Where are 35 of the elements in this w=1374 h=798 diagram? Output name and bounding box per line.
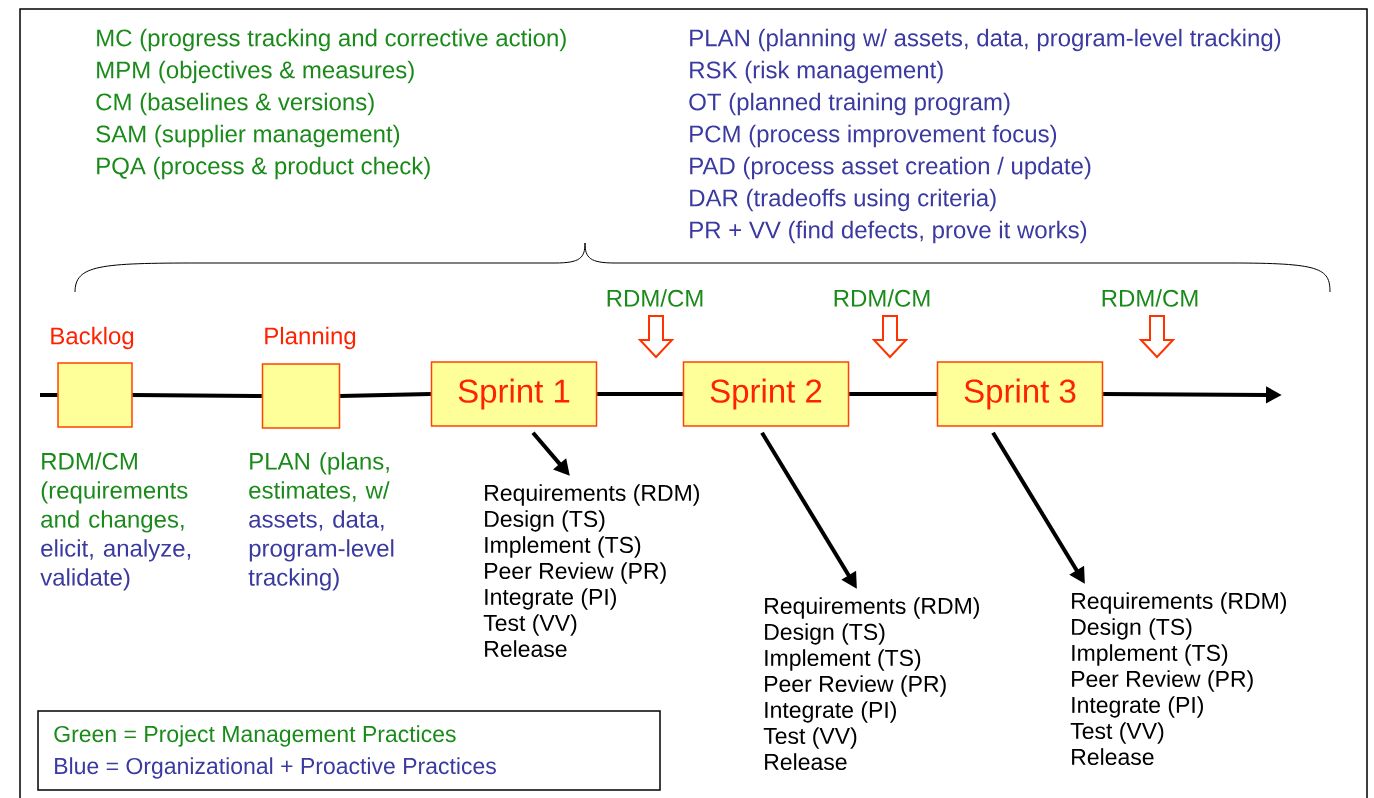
practice-label: MC (progress tracking and corrective action): [97, 28, 566, 52]
stage-heading: Planning: [265, 326, 356, 350]
activity-list: Requirements (RDM) Design (TS) Implement (TS) Peer Review (PR) Integrate (PI) Test (VV) Release: [763, 597, 979, 771]
practice-label: CM (baselines & versions): [96, 92, 374, 116]
description-text: PLAN (plans, estimates, w/ assets, data, program-level tracking): [248, 452, 394, 591]
hollow-arrow: [1138, 315, 1176, 359]
sprint-box: Sprint 3: [936, 361, 1104, 427]
timeline-line: [40, 393, 58, 397]
practice-label: RDM/CM: [607, 289, 703, 307]
hollow-arrow: [637, 315, 675, 359]
practice-label: PCM (process improvement focus): [690, 124, 1057, 148]
timeline-line: [597, 392, 683, 396]
practice-label: RSK (risk management): [690, 60, 943, 84]
practice-label: PLAN (planning w/ assets, data, program-level tracking): [690, 28, 1281, 52]
activity-list: Requirements (RDM) Design (TS) Implement (TS) Peer Review (PR) Integrate (PI) Test (VV) Release: [1070, 592, 1286, 766]
timeline-line: [849, 392, 937, 396]
practice-label: PR + VV (find defects, prove it works): [690, 220, 1087, 244]
practice-label: OT (planned training program): [689, 92, 1010, 116]
practice-label: RDM/CM: [1102, 289, 1198, 307]
activity-list: Requirements (RDM) Design (TS) Implement (TS) Peer Review (PR) Integrate (PI) Test (VV) Release: [483, 484, 699, 658]
sprint-box: Sprint 2: [682, 361, 850, 427]
description-text: RDM/CM (requirements and changes, elicit, analyze, validate): [40, 452, 191, 591]
practice-label: DAR (tradeoffs using criteria): [690, 188, 996, 212]
legend-text: Blue = Organizational + Proactive Practices: [55, 757, 496, 779]
practice-label: PQA (process & product check): [97, 156, 430, 180]
stage-heading: Backlog: [51, 326, 134, 350]
practice-label: RDM/CM: [834, 289, 930, 307]
practice-label: SAM (supplier management): [96, 124, 400, 148]
timeline-line: [132, 393, 262, 398]
legend-text: Green = Project Management Practices: [54, 725, 456, 747]
practice-label: PAD (process asset creation / update): [690, 156, 1091, 180]
practice-label: MPM (objectives & measures): [97, 60, 414, 84]
hollow-arrow: [871, 315, 909, 359]
sprint-box: Sprint 1: [430, 361, 598, 427]
timeline-line: [340, 392, 431, 398]
